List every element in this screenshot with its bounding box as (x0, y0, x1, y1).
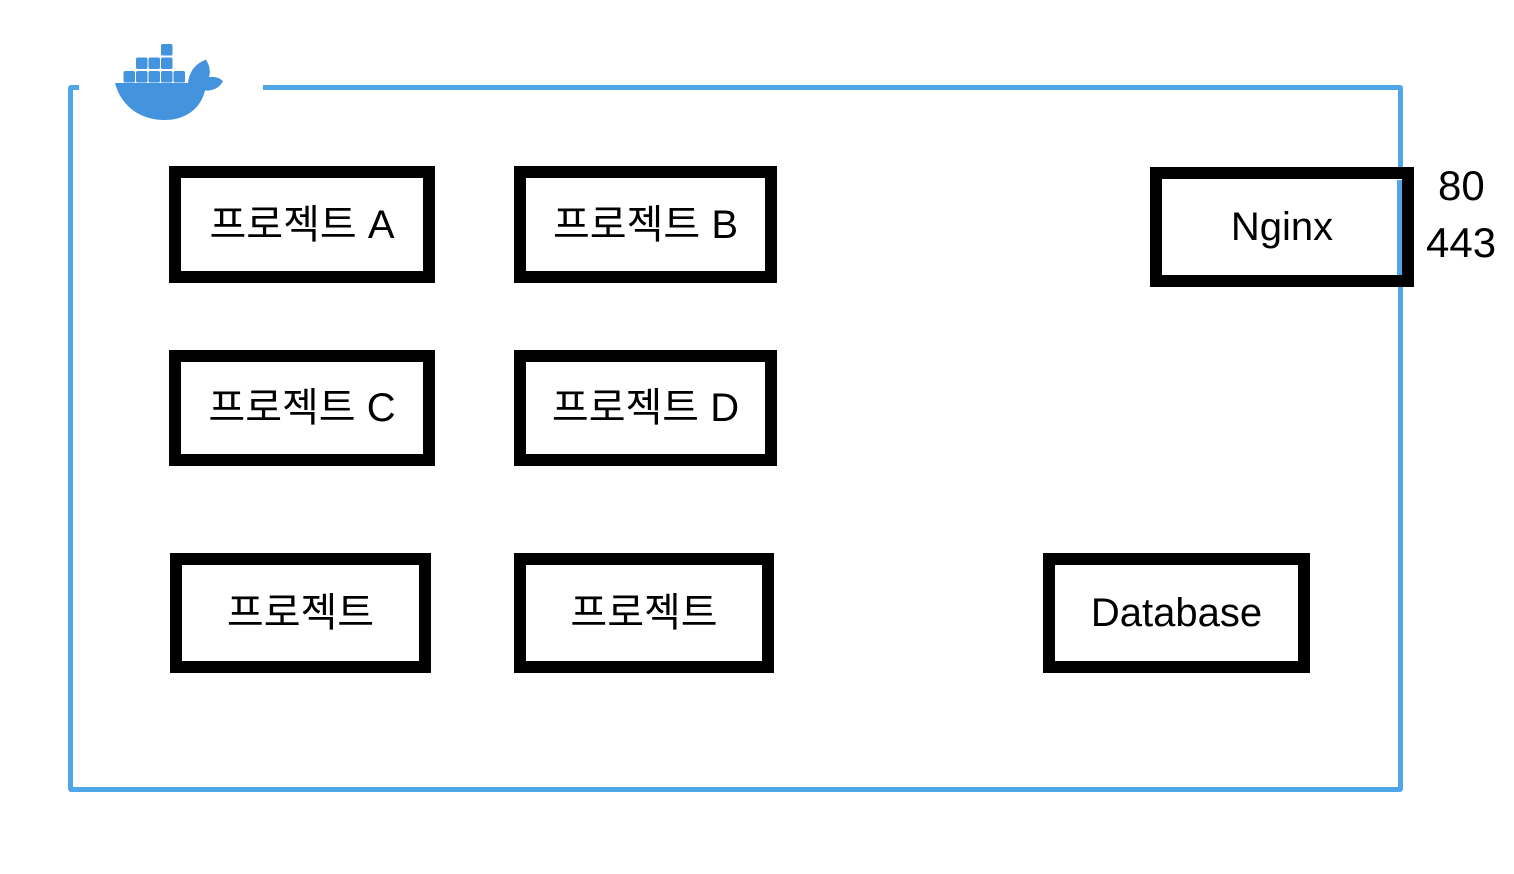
container-label-nginx: Nginx (1230, 205, 1334, 249)
container-box-database: Database (1043, 553, 1310, 673)
container-box-nginx: Nginx (1150, 167, 1414, 287)
container-box-project-c: 프로젝트 C (169, 350, 435, 466)
container-box-project-generic-1: 프로젝트 (170, 553, 431, 673)
container-label-project-generic-1: 프로젝트 (226, 591, 375, 635)
container-label-database: Database (1090, 591, 1263, 635)
container-label-project-b: 프로젝트 B (553, 202, 738, 247)
port-443-label: 443 (1426, 219, 1497, 266)
container-box-project-b: 프로젝트 B (514, 166, 777, 283)
container-label-project-a: 프로젝트 A (209, 202, 395, 247)
container-label-project-c: 프로젝트 C (208, 386, 396, 430)
container-box-project-d: 프로젝트 D (514, 350, 777, 466)
docker-host-boundary (68, 85, 1403, 792)
port-80-label: 80 (1438, 162, 1485, 209)
docker-whale-icon (115, 44, 223, 120)
container-box-project-a: 프로젝트 A (169, 166, 435, 283)
container-label-project-generic-2: 프로젝트 (570, 591, 718, 635)
host-border-through-nginx (1397, 180, 1402, 275)
container-box-project-generic-2: 프로젝트 (514, 553, 774, 673)
container-label-project-d: 프로젝트 D (551, 386, 740, 430)
